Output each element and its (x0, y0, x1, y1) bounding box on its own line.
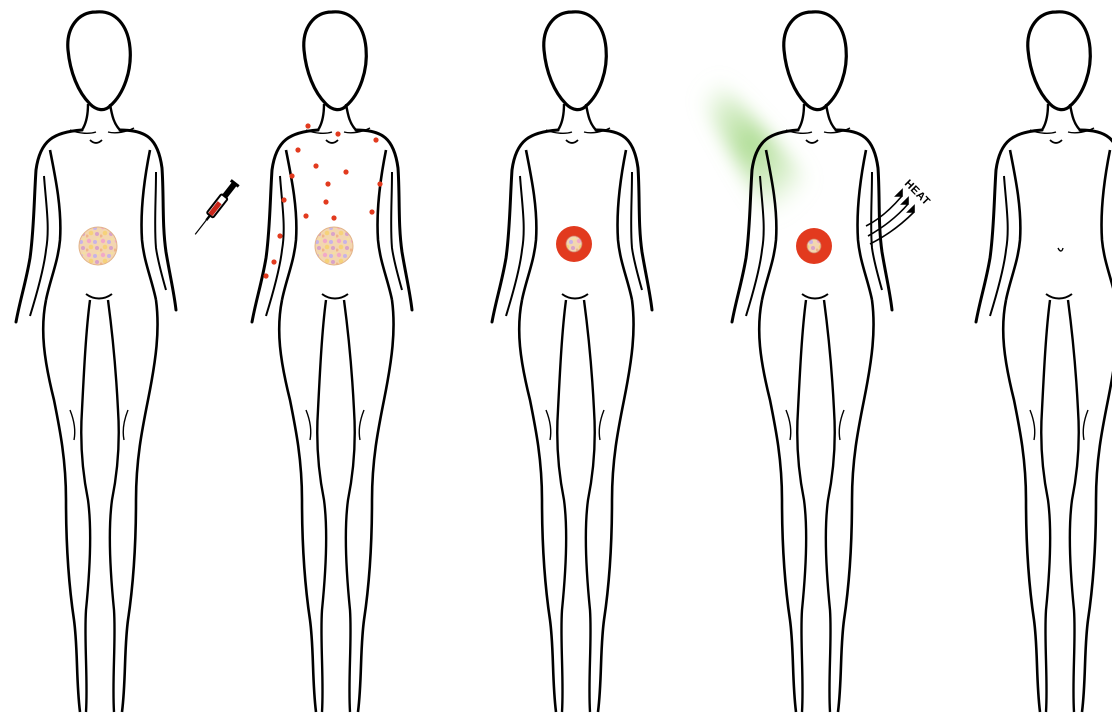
tumor-core (807, 239, 821, 253)
body-outline (252, 12, 412, 712)
tumor-untreated (315, 227, 353, 265)
figure-5 (976, 12, 1112, 712)
figure-3 (492, 12, 652, 712)
body-outline (492, 12, 652, 712)
tumor-core (566, 236, 582, 252)
figure-2 (191, 12, 412, 712)
heat-arrows-icon (866, 190, 914, 244)
figure-4: HEAT (732, 12, 932, 712)
syringe-icon (191, 179, 240, 237)
tumor-untreated (79, 227, 117, 265)
body-outline (976, 12, 1112, 712)
figure-1 (16, 12, 176, 712)
body-outline (732, 12, 892, 712)
body-outline (16, 12, 176, 712)
